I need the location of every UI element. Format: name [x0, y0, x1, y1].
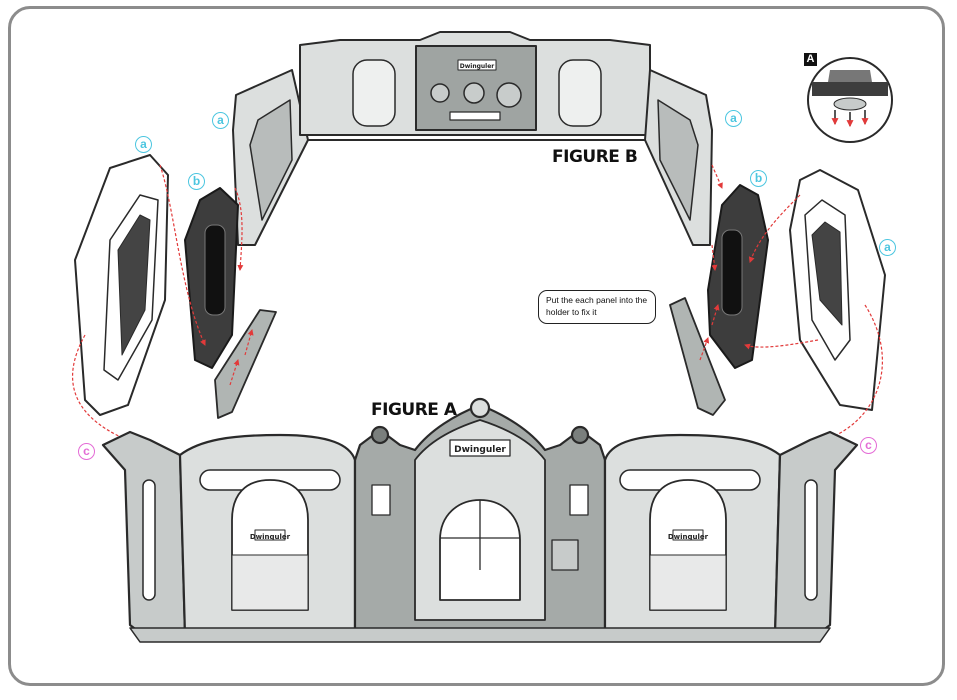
marker-a-right: a	[879, 239, 896, 256]
figure-b-playpen	[232, 31, 713, 246]
marker-a-back-left: a	[212, 112, 229, 129]
marker-b-left: b	[188, 173, 205, 190]
panel-a-left	[74, 154, 169, 416]
figure-a-label: FIGURE A	[371, 400, 457, 420]
guide-arrows	[71, 164, 883, 447]
brand-logos: Dwinguler Dwinguler Dwinguler Dwinguler	[250, 63, 709, 541]
marker-b-right: b	[750, 170, 767, 187]
brand-logo-right: Dwinguler	[668, 533, 709, 541]
marker-c-right: c	[860, 437, 877, 454]
instruction-callout: Put the each panel into the holder to fi…	[538, 290, 656, 324]
panel-a-right	[789, 169, 886, 411]
inset-detail-a	[807, 57, 893, 143]
marker-a-left: a	[135, 136, 152, 153]
panel-b-right	[707, 184, 769, 369]
marker-c-left: c	[78, 443, 95, 460]
holder-right	[669, 297, 726, 416]
marker-a-back-right: a	[725, 110, 742, 127]
brand-logo-back: Dwinguler	[460, 63, 495, 70]
inset-label: A	[804, 53, 817, 66]
brand-logo-left: Dwinguler	[250, 533, 291, 541]
figure-b-label: FIGURE B	[552, 147, 638, 167]
panel-b-left	[184, 187, 239, 369]
holder-left	[214, 309, 277, 419]
brand-logo-center: Dwinguler	[454, 445, 506, 455]
figure-a-playpen	[101, 397, 859, 643]
